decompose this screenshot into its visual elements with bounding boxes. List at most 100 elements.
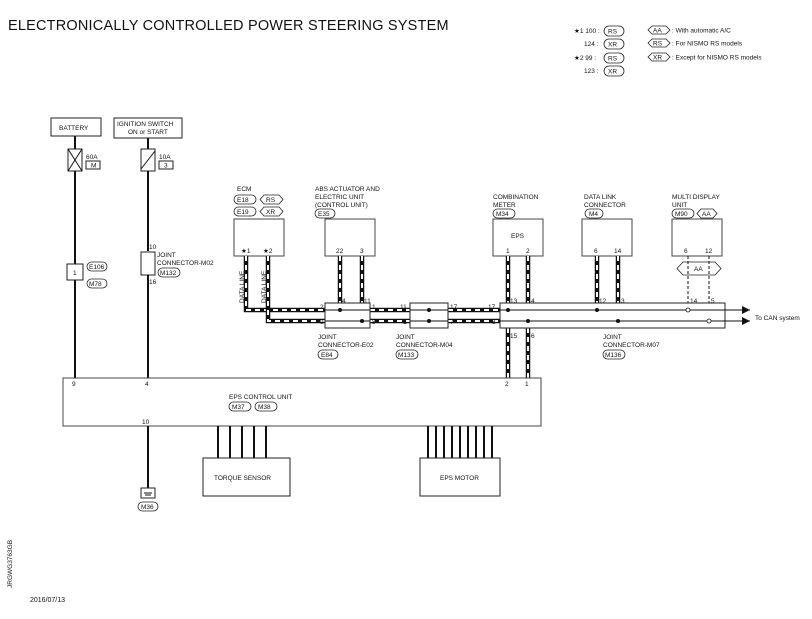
splice-dot	[616, 319, 620, 323]
joint-m02-pin-top: 10	[149, 244, 157, 251]
joint-m04-id: M133	[398, 352, 415, 359]
eps-pin-1: 1	[525, 381, 529, 388]
splice-dot	[526, 319, 530, 323]
legend-hex	[647, 25, 671, 35]
mdu-hex-tag: AA	[694, 266, 703, 273]
torque-sensor-label: TORQUE SENSOR	[214, 475, 271, 482]
fuse-60a-id: M	[91, 163, 96, 170]
eps-pin-9: 9	[72, 381, 76, 388]
ecm-pin2: ★2	[263, 247, 273, 255]
dlc-box	[581, 218, 633, 257]
ecm-pin1: ★1	[241, 247, 251, 255]
can-arrow	[742, 317, 750, 325]
ground-conn-pill	[137, 501, 159, 512]
joint-e02-pin: 1	[372, 304, 376, 311]
joint-e02-pin: 9	[320, 319, 324, 326]
legend: ★1 100 : RS 124 : XR ★2 99 : RS 123 : XR…	[574, 25, 762, 77]
legend-mark1-tag: RS	[608, 29, 618, 36]
legend-item-text: : With automatic A/C	[672, 28, 731, 35]
data-line-label: DATA LINE	[239, 270, 246, 303]
can-system-label: To CAN system	[755, 315, 800, 322]
meter-box	[492, 218, 544, 257]
joint-m02-id: M132	[160, 270, 177, 277]
meter-conn: M34	[496, 211, 509, 218]
joint-m02-box	[140, 251, 156, 276]
eps-control-unit-box	[62, 377, 542, 427]
legend-mark1-prefix: ★1 100 :	[574, 27, 600, 35]
legend-pill	[603, 25, 625, 37]
joint-m02-label-2: CONNECTOR-M02	[157, 260, 214, 267]
ignition-label-2: ON or START	[128, 129, 168, 136]
joint-m07-pin: 12	[599, 298, 607, 305]
joint-m04-pin: 1	[403, 319, 407, 326]
eps-conn2: M38	[258, 404, 271, 411]
joint-m07-pin: 3	[621, 298, 625, 305]
meter-conn-pill	[492, 208, 516, 219]
joint-m07-pin: 5	[711, 298, 715, 305]
joint-m07-pin: 15	[510, 333, 518, 340]
eps-motor-wires	[427, 426, 493, 458]
ecm-tag1-hex	[259, 194, 284, 205]
fuse-60a-id-box	[85, 160, 101, 170]
abs-label-2: ELECTRIC UNIT	[315, 194, 364, 201]
eps-pin-4: 4	[145, 381, 149, 388]
ecm-label: ECM	[237, 186, 251, 193]
can-arrow	[742, 306, 750, 314]
joint-e02-pin: 11	[364, 298, 371, 305]
splice-dot	[427, 308, 431, 312]
joint-m04-pin: 7	[450, 319, 454, 326]
fuse-cross	[67, 148, 83, 172]
fuse-10a-id: 3	[164, 163, 168, 170]
splice-dot	[427, 319, 431, 323]
legend-pill	[603, 65, 625, 77]
ecm-conn2-pill	[233, 206, 257, 217]
joint-e02-box	[324, 302, 371, 329]
ground-conn: M36	[141, 504, 154, 511]
dlc-label-2: CONNECTOR	[584, 202, 626, 209]
battery-label: BATTERY	[59, 125, 89, 132]
can-wire-dash	[267, 256, 325, 322]
ecm-tag1: RS	[266, 197, 276, 204]
legend-mark1-alt-prefix: 124 :	[584, 41, 599, 48]
legend-item-text: : Except for NISMO RS models	[672, 55, 762, 62]
joint-e02-pin: 8	[372, 319, 376, 326]
mdu-tag: AA	[702, 211, 711, 218]
joint-m04-pill	[395, 349, 419, 360]
joint-m07-pill	[602, 349, 626, 360]
eps-conn1-pill	[228, 401, 252, 412]
joint-m04-label-2: CONNECTOR-M04	[396, 342, 453, 349]
meter-label-2: METER	[493, 202, 516, 209]
legend-item-text: : For NISMO RS models	[672, 41, 743, 48]
legend-item-tag: RS	[653, 41, 663, 48]
date-stamp: 2016/07/13	[30, 597, 65, 604]
can-wire-dash	[245, 256, 325, 311]
ignition-label-1: IGNITION SWITCH	[117, 121, 174, 128]
abs-conn: E35	[318, 211, 330, 218]
legend-mark2-alt-prefix: 123 :	[584, 68, 599, 75]
ecm-tag2-hex	[259, 206, 284, 217]
joint-m07-pin: 8	[492, 319, 496, 326]
mdu-pin1: 6	[684, 248, 688, 255]
torque-sensor-box	[202, 457, 291, 497]
joint-m04-pin: 11	[400, 304, 407, 311]
joint-m07-box	[499, 302, 726, 329]
joint-e02-pin: 2	[320, 304, 324, 311]
dlc-pin1: 6	[594, 248, 598, 255]
abs-label-1: ABS ACTUATOR AND	[315, 186, 380, 193]
eps-pin-2: 2	[505, 381, 509, 388]
dlc-pin2: 14	[614, 248, 622, 255]
data-line-label: DATA LINE	[261, 270, 268, 303]
side-code: JRGWG3763GB	[7, 540, 14, 588]
eps-unit-label: EPS CONTROL UNIT	[229, 394, 292, 401]
joint-e02-pin: 4	[342, 298, 346, 305]
connector-m78-pill	[86, 278, 108, 289]
diagram-title: ELECTRONICALLY CONTROLLED POWER STEERING…	[8, 18, 449, 34]
mdu-pin2: 12	[705, 248, 713, 255]
legend-mark1-alt-tag: XR	[608, 42, 617, 49]
splice-dot	[338, 308, 342, 312]
meter-label-1: COMBINATION	[493, 194, 539, 201]
eps-pin-10: 10	[142, 419, 150, 426]
eps-motor-label: EPS MOTOR	[440, 475, 479, 482]
legend-item-tag: XR	[653, 55, 662, 62]
